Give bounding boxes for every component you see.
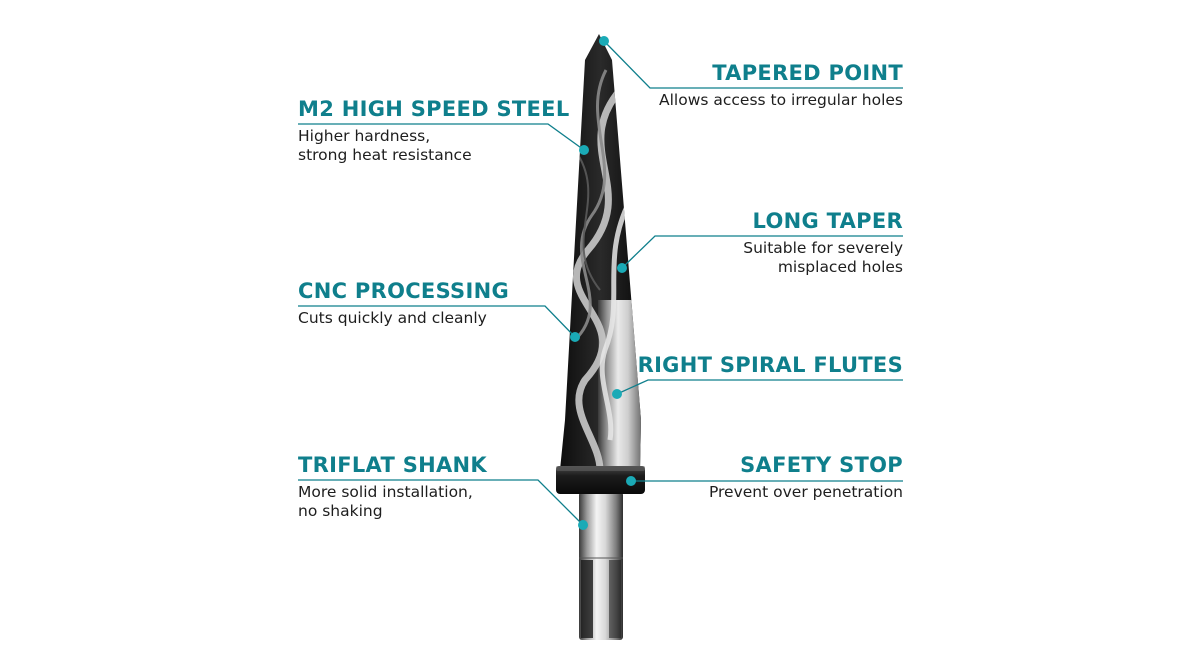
callout-title: LONG TAPER [752,209,903,233]
anchor-dot-tapered-point [599,36,609,46]
callout-description-line: Cuts quickly and cleanly [298,309,487,327]
anchor-dot-m2-high-speed-steel [579,145,589,155]
callout-title: SAFETY STOP [740,453,903,477]
leader-line-triflat-shank [298,479,584,526]
leader-line-right-spiral-flutes [616,379,903,395]
drill-shank [579,492,623,640]
callout-m2-high-speed-steel: M2 HIGH SPEED STEEL Higher hardness,stron… [298,96,570,165]
callout-description-line: strong heat resistance [298,146,472,164]
callout-title: RIGHT SPIRAL FLUTES [637,353,903,377]
leader-line-tapered-point [603,40,903,89]
callout-description: Prevent over penetration [709,483,903,502]
callout-title: TAPERED POINT [712,61,903,85]
callout-description: Cuts quickly and cleanly [298,309,509,328]
drill-flute-body [560,34,641,470]
anchor-dot-long-taper [617,263,627,273]
anchor-dot-triflat-shank [578,520,588,530]
anchor-dot-cnc-processing [570,332,580,342]
leader-line-cnc-processing [298,305,576,338]
callout-title: TRIFLAT SHANK [298,453,487,477]
callout-title: M2 HIGH SPEED STEEL [298,97,570,121]
leader-line-long-taper [621,235,903,269]
drill-safety-collar [556,466,645,494]
leader-lines [298,40,903,526]
leader-line-m2-high-speed-steel [298,123,585,151]
callout-description-line: Suitable for severely [743,239,903,257]
callout-tapered-point: TAPERED POINT Allows access to irregular … [659,60,903,110]
callout-description: More solid installation,no shaking [298,483,487,521]
anchor-dot-right-spiral-flutes [612,389,622,399]
callout-right-spiral-flutes: RIGHT SPIRAL FLUTES [638,352,903,378]
callout-description-line: no shaking [298,502,383,520]
callout-description-line: Allows access to irregular holes [659,91,903,109]
anchor-dots [570,36,636,530]
callout-title: CNC PROCESSING [298,279,510,303]
callout-description-line: misplaced holes [777,258,903,276]
callout-description: Allows access to irregular holes [659,91,903,110]
callout-description-line: Prevent over penetration [708,483,903,501]
anchor-dot-safety-stop [626,476,636,486]
callout-safety-stop: SAFETY STOP Prevent over penetration [709,452,903,502]
callout-description: Higher hardness,strong heat resistance [298,127,570,165]
callout-description-line: Higher hardness, [298,127,431,145]
callout-triflat-shank: TRIFLAT SHANK More solid installation,no … [298,452,487,521]
callout-cnc-processing: CNC PROCESSING Cuts quickly and cleanly [298,278,509,328]
callout-description-line: More solid installation, [298,483,473,501]
